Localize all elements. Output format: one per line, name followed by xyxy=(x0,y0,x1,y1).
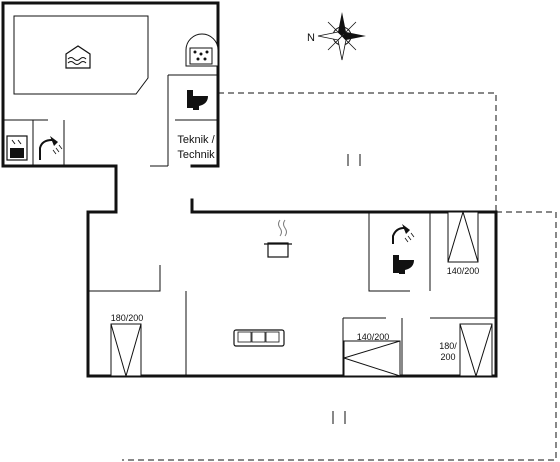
corridor-walls xyxy=(86,164,498,214)
technical-room-label-line2: Technik xyxy=(177,149,215,161)
whirlpool-icon xyxy=(185,33,219,67)
compass-north-label: N xyxy=(307,32,315,44)
cooking-pot-icon xyxy=(264,219,292,258)
sauna-icon xyxy=(6,135,28,161)
bed-size-label: 140/200 xyxy=(447,266,480,276)
toilet-icon xyxy=(393,255,414,274)
terrace-outline-upper xyxy=(218,92,497,212)
terrace-outline-right xyxy=(122,211,557,461)
door-marks-lower xyxy=(332,411,346,424)
technical-room-label: Teknik / xyxy=(177,134,215,146)
compass-rose-icon xyxy=(317,12,366,61)
bed-size-label: 140/200 xyxy=(357,332,390,342)
bed-size-label-line2: 200 xyxy=(440,352,455,362)
bed-140-200-upper xyxy=(447,210,479,263)
bed-140-200-lower xyxy=(343,340,401,377)
bed-size-label: 180/200 xyxy=(111,313,144,323)
bed-180-200-left xyxy=(110,323,142,378)
interior-partitions-upper xyxy=(3,74,218,167)
shower-icon xyxy=(39,136,63,160)
upper-wing-walls xyxy=(1,1,220,168)
toilet-icon xyxy=(187,90,208,110)
shower-icon xyxy=(392,224,415,244)
pool xyxy=(13,15,149,95)
bed-180-200-right xyxy=(459,323,493,378)
sofa-icon xyxy=(233,329,285,347)
door-marks-upper xyxy=(347,154,361,166)
bed-size-label: 180/ xyxy=(439,341,457,351)
lower-wing-walls xyxy=(86,210,498,378)
pool-icon xyxy=(65,45,91,69)
interior-partitions-lower xyxy=(88,212,496,376)
